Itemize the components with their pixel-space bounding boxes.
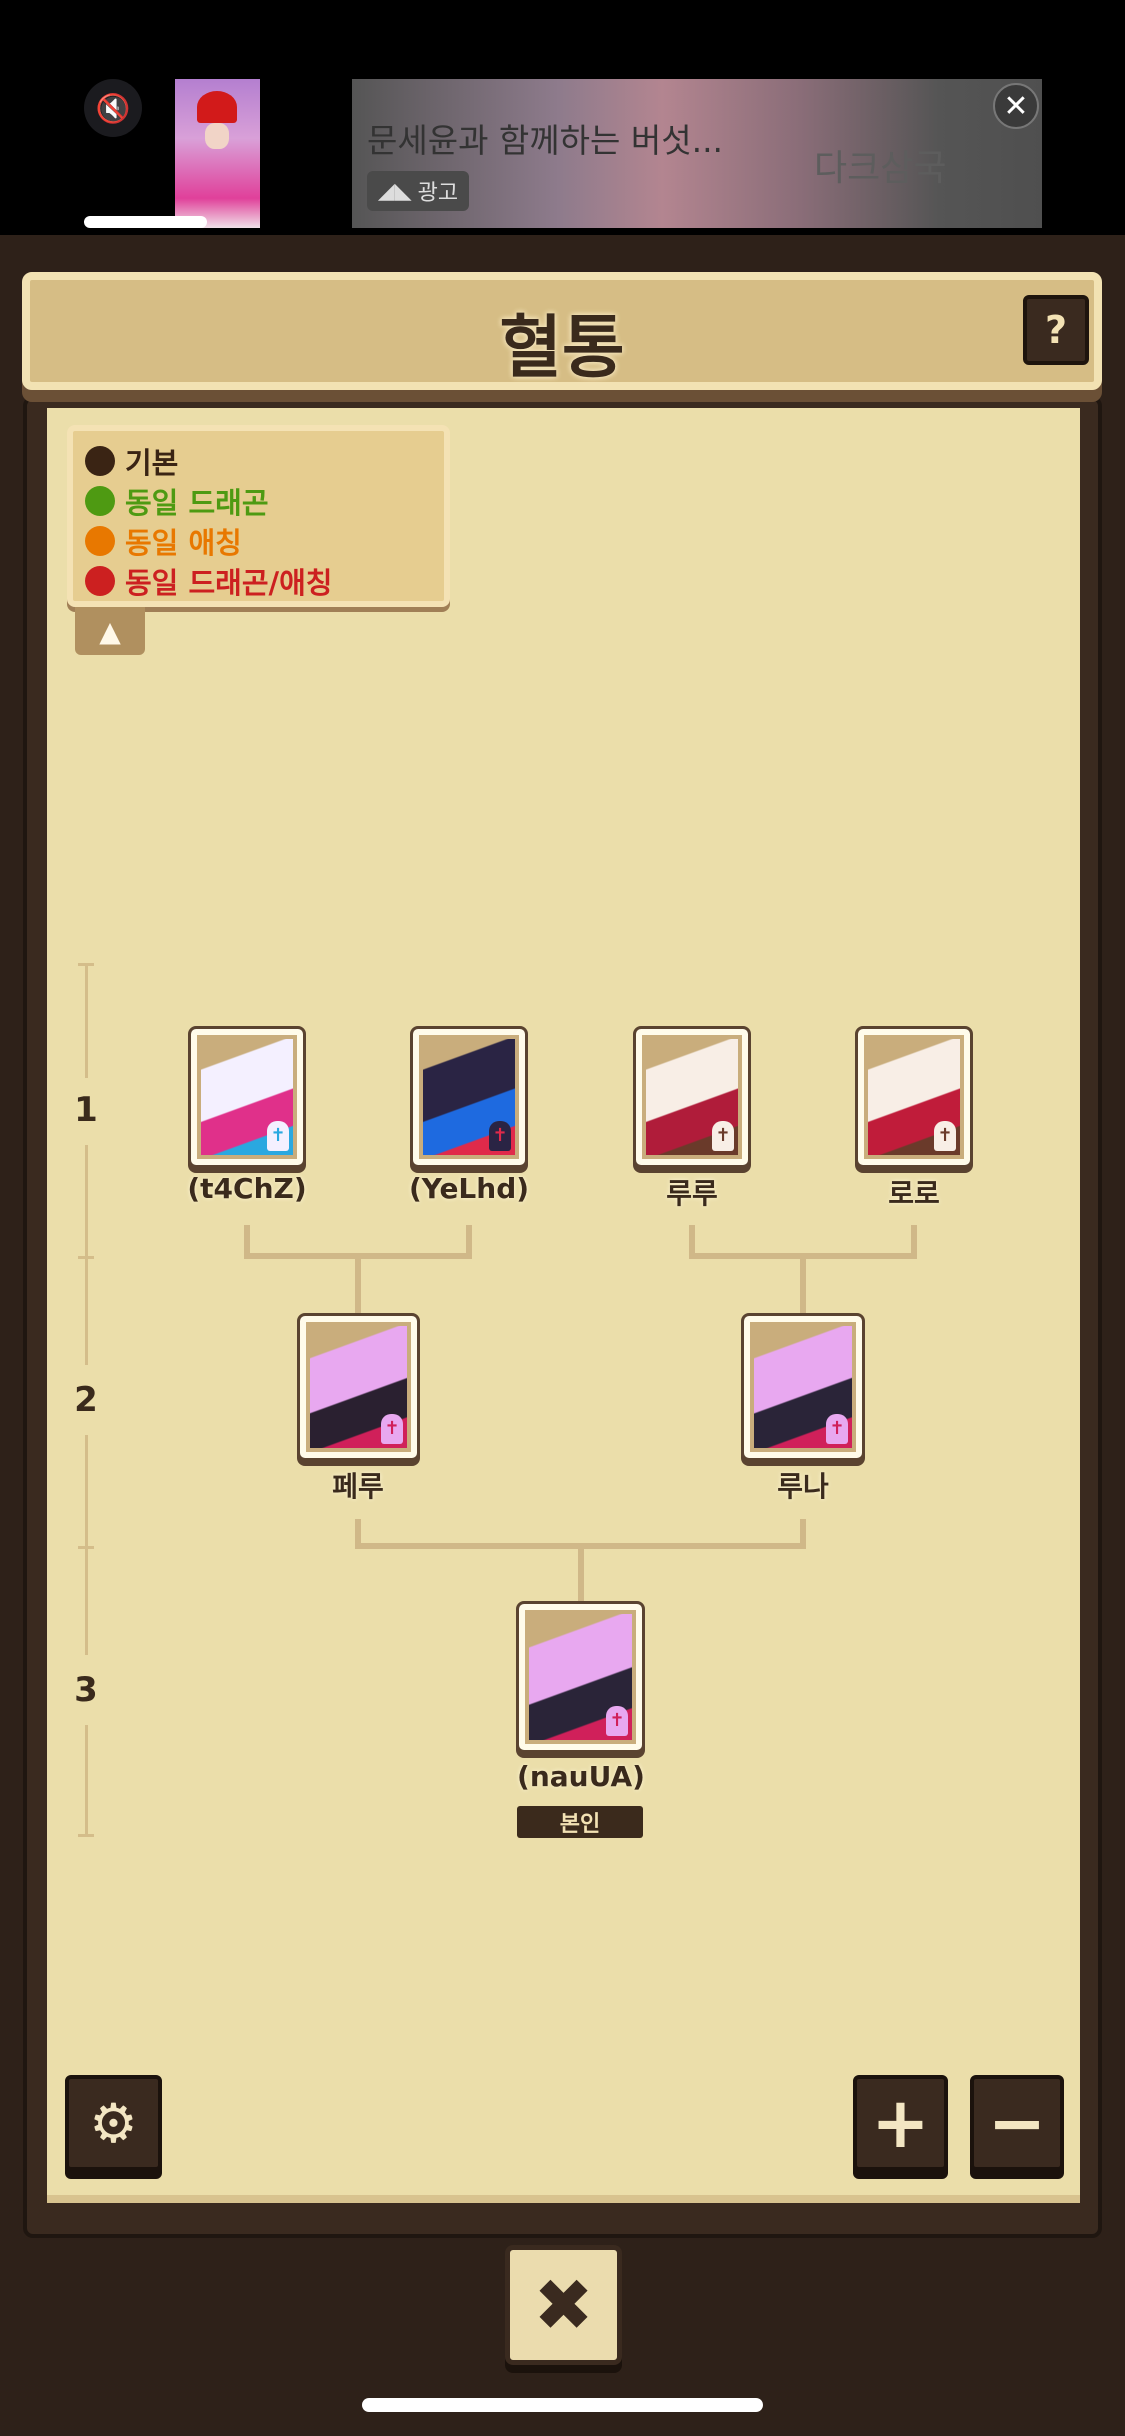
- ad-badge: ◢◣광고: [367, 171, 469, 211]
- self-badge: 본인: [517, 1806, 643, 1838]
- legend-label: 동일 애칭: [125, 526, 242, 560]
- generation-label: 3: [74, 1670, 98, 1710]
- ad-video-thumbnail[interactable]: [175, 79, 260, 228]
- connector: [466, 1225, 472, 1259]
- ad-banner[interactable]: 문세윤과 함께하는 버섯... 다크삼국 ◢◣광고 ✕: [352, 79, 1042, 228]
- axis-line: [85, 963, 88, 1078]
- generation-label: 1: [74, 1090, 98, 1130]
- connector: [689, 1225, 695, 1259]
- shield-icon: ✝: [267, 1121, 289, 1151]
- axis-tick: [78, 963, 94, 966]
- connector: [355, 1519, 361, 1549]
- zoom-in-button[interactable]: +: [853, 2075, 948, 2171]
- shield-icon: ✝: [606, 1706, 628, 1736]
- legend-dot: [85, 566, 115, 596]
- ad-title: 문세윤과 함께하는 버섯...: [367, 121, 724, 160]
- legend-dot: [85, 486, 115, 516]
- shield-icon: ✝: [826, 1414, 848, 1444]
- dragon-name: (YeLhd): [408, 1172, 530, 1205]
- video-progress-bar: [84, 216, 207, 228]
- dragon-portrait: ✝: [197, 1035, 297, 1159]
- zoom-out-button[interactable]: −: [970, 2075, 1064, 2171]
- settings-button[interactable]: ⚙: [65, 2075, 162, 2171]
- legend-item-same-nickname: 동일 애칭: [85, 521, 432, 561]
- ad-bar: 🔇 문세윤과 함께하는 버섯... 다크삼국 ◢◣광고 ✕: [0, 0, 1125, 235]
- dragon-card-ruru[interactable]: ✝: [633, 1026, 751, 1168]
- legend-dot: [85, 526, 115, 556]
- legend-item-basic: 기본: [85, 441, 432, 481]
- legend-dot: [85, 446, 115, 476]
- page-title: 혈통: [499, 309, 625, 388]
- axis-line: [85, 1725, 88, 1835]
- dragon-card-roro[interactable]: ✝: [855, 1026, 973, 1168]
- shield-icon: ✝: [381, 1414, 403, 1444]
- dragon-card-t4ChZ[interactable]: ✝: [188, 1026, 306, 1168]
- dragon-portrait: ✝: [864, 1035, 964, 1159]
- legend: 기본 동일 드래곤 동일 애칭 동일 드래곤/애칭: [67, 425, 450, 607]
- dragon-portrait: ✝: [419, 1035, 519, 1159]
- shield-icon: ✝: [934, 1121, 956, 1151]
- connector: [244, 1225, 250, 1259]
- connector: [578, 1543, 584, 1601]
- dragon-card-luna[interactable]: ✝: [741, 1313, 865, 1461]
- shield-icon: ✝: [712, 1121, 734, 1151]
- dragon-name: (nauUA): [517, 1760, 645, 1793]
- dragon-name: 루나: [777, 1470, 829, 1503]
- dragon-name: (t4ChZ): [187, 1172, 307, 1205]
- legend-label: 동일 드래곤/애칭: [125, 566, 333, 600]
- generation-label: 2: [74, 1380, 98, 1420]
- dragon-portrait: ✝: [642, 1035, 742, 1159]
- dragon-card-nauUA[interactable]: ✝: [516, 1601, 645, 1753]
- connector: [911, 1225, 917, 1259]
- ad-watermark: 다크삼국: [814, 148, 947, 189]
- home-indicator[interactable]: [362, 2398, 763, 2412]
- mute-icon[interactable]: 🔇: [84, 79, 142, 137]
- dragon-name: 루루: [666, 1177, 718, 1210]
- gear-icon: ⚙: [89, 2091, 138, 2155]
- connector: [355, 1253, 361, 1313]
- axis-tick: [78, 1256, 94, 1259]
- dragon-name: 페루: [332, 1470, 384, 1503]
- dragon-name: 로로: [888, 1177, 940, 1210]
- help-button[interactable]: ?: [1023, 295, 1089, 365]
- legend-label: 기본: [125, 446, 179, 480]
- dragon-portrait: ✝: [525, 1610, 636, 1744]
- close-icon[interactable]: ✕: [993, 83, 1039, 129]
- close-button[interactable]: ✖: [505, 2245, 622, 2365]
- axis-line: [85, 1435, 88, 1655]
- connector: [800, 1519, 806, 1549]
- dragon-card-YeLhd[interactable]: ✝: [410, 1026, 528, 1168]
- dragon-portrait: ✝: [306, 1322, 411, 1452]
- face-image: [205, 123, 229, 149]
- legend-item-same-both: 동일 드래곤/애칭: [85, 561, 432, 601]
- dragon-portrait: ✝: [750, 1322, 856, 1452]
- ad-badge-label: 광고: [417, 181, 459, 206]
- legend-collapse-button[interactable]: ▲: [75, 607, 145, 655]
- axis-tick: [78, 1834, 94, 1837]
- ad-logo-icon: ◢◣: [377, 178, 412, 204]
- dragon-card-peru[interactable]: ✝: [297, 1313, 420, 1461]
- mushroom-hat-image: [197, 91, 237, 123]
- axis-tick: [78, 1546, 94, 1549]
- legend-label: 동일 드래곤: [125, 486, 269, 520]
- axis-line: [85, 1145, 88, 1365]
- connector: [800, 1253, 806, 1313]
- header-panel: 혈통 ?: [22, 272, 1102, 390]
- chevron-up-icon: ▲: [99, 614, 121, 648]
- shield-icon: ✝: [489, 1121, 511, 1151]
- legend-item-same-dragon: 동일 드래곤: [85, 481, 432, 521]
- pedigree-canvas[interactable]: [47, 408, 1080, 2203]
